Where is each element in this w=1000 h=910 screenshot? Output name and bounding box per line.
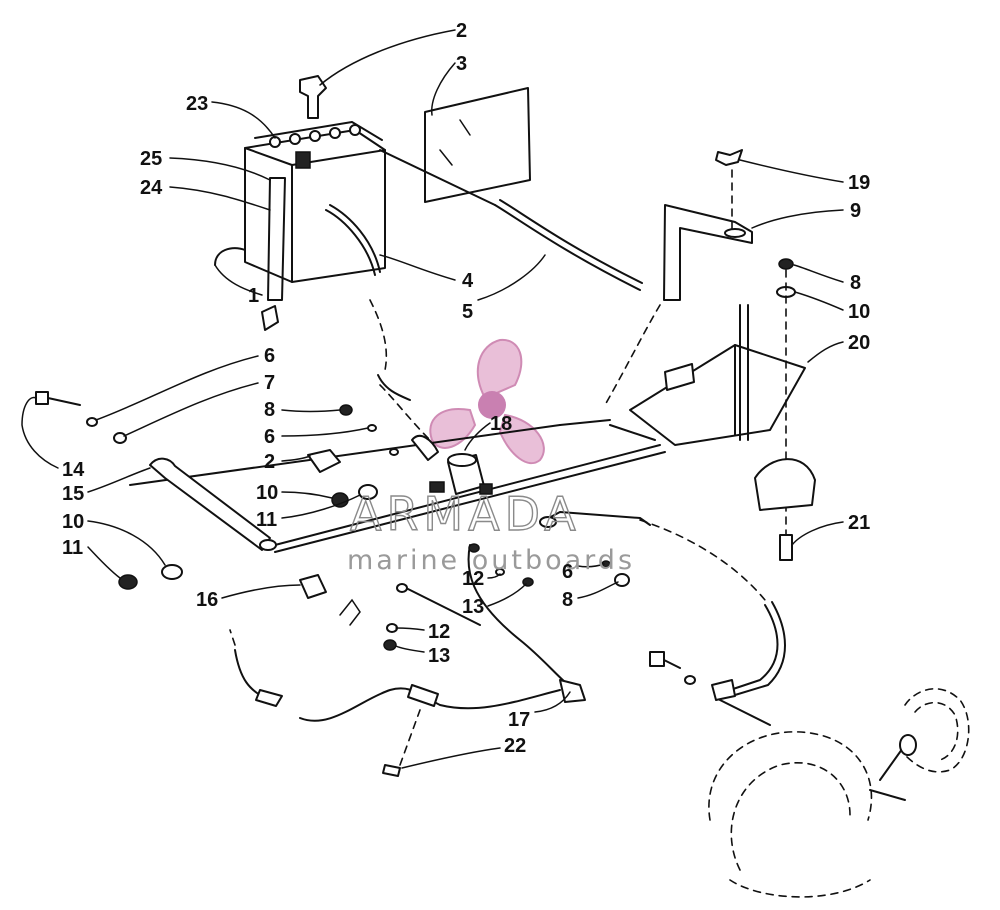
bolt — [35, 391, 49, 405]
battery-bracket — [663, 204, 753, 301]
fuse-holder — [407, 684, 439, 707]
callout-labels: 2 3 23 25 24 1 4 5 19 9 8 10 20 21 6 7 8… — [62, 20, 870, 757]
callout-16: 16 — [196, 589, 218, 611]
callout-25: 25 — [140, 148, 162, 170]
rubber-mount — [754, 458, 816, 511]
callout-6-top: 6 — [264, 345, 275, 367]
callout-6-mid: 6 — [264, 426, 275, 448]
callout-4: 4 — [462, 270, 474, 292]
callout-2: 2 — [456, 20, 467, 42]
callout-24: 24 — [140, 177, 163, 199]
callout-12-right: 12 — [462, 568, 484, 590]
battery-cover — [424, 87, 531, 203]
callout-8-right: 8 — [850, 272, 861, 294]
callout-15: 15 — [62, 483, 84, 505]
callout-5: 5 — [462, 301, 473, 323]
cable-positive — [494, 204, 641, 291]
callout-19: 19 — [848, 172, 870, 194]
callout-7: 7 — [264, 372, 275, 394]
callout-21: 21 — [848, 512, 870, 534]
tie-rod — [149, 457, 271, 551]
battery-cap — [299, 75, 327, 119]
callout-13-low: 13 — [428, 645, 450, 667]
mounting-rod — [274, 444, 661, 546]
callout-10-left: 10 — [62, 511, 84, 533]
callout-1: 1 — [248, 285, 259, 307]
callout-10-right: 10 — [848, 301, 870, 323]
strap-hook — [261, 305, 279, 331]
leader-lines — [21, 29, 844, 769]
wing-nut — [715, 149, 743, 166]
callout-11-mid: 11 — [256, 509, 277, 531]
cable-negative — [325, 209, 376, 276]
callout-22: 22 — [504, 735, 526, 757]
starter-solenoid — [411, 434, 493, 495]
callout-8-mid: 8 — [264, 399, 275, 421]
callout-3: 3 — [456, 53, 467, 75]
callout-8-right-low: 8 — [562, 589, 573, 611]
callout-2-mid: 2 — [264, 451, 275, 473]
watermark-tagline: marine outboards — [347, 545, 635, 576]
battery-strap — [267, 177, 286, 301]
callout-6-right: 6 — [562, 561, 573, 583]
callout-10-mid: 10 — [256, 482, 278, 504]
battery-tray — [629, 344, 806, 446]
battery — [214, 121, 386, 283]
callout-18: 18 — [490, 413, 512, 435]
callout-11-left: 11 — [62, 537, 83, 559]
watermark-propeller-icon — [429, 338, 545, 465]
spacer — [299, 574, 327, 599]
solenoid-boot — [307, 449, 341, 473]
callout-17: 17 — [508, 709, 530, 731]
callout-9: 9 — [850, 200, 861, 222]
callout-20: 20 — [848, 332, 870, 354]
callout-23: 23 — [186, 93, 208, 115]
watermark-brand: ARMADA — [350, 487, 581, 541]
flywheel-housing — [708, 688, 970, 898]
callout-12-low: 12 — [428, 621, 450, 643]
callout-14: 14 — [62, 459, 85, 481]
ground-cable — [729, 604, 779, 691]
callout-13-right: 13 — [462, 596, 484, 618]
ground-bolt — [649, 651, 665, 667]
wire-harness — [467, 544, 576, 691]
